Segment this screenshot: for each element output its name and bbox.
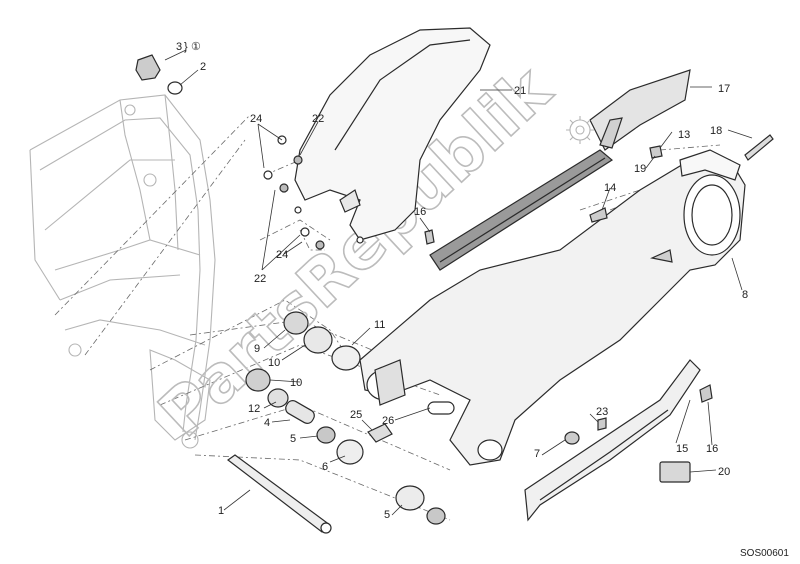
callout-11: 11 [374, 319, 385, 331]
callout-15: 15 [676, 443, 688, 455]
pivot-nut-and-washer [135, 54, 183, 95]
callout-10-lower: 10 [290, 377, 302, 389]
callout-5-upper: 5 [290, 433, 296, 445]
callout-12: 12 [248, 403, 260, 415]
optional-part-gear-symbol [566, 116, 594, 144]
callout-labels: 1 2 3 } ① 4 5 5 6 7 8 9 10 10 11 12 13 1… [176, 41, 748, 521]
callout-6: 6 [322, 461, 328, 473]
callout-1: 1 [218, 505, 224, 517]
callout-24-lower: 24 [276, 249, 288, 261]
callout-3: 3 [176, 41, 182, 53]
pivot-shaft [226, 454, 332, 534]
callout-19: 19 [634, 163, 646, 175]
callout-18: 18 [710, 125, 722, 137]
callout-3-brace: } [184, 41, 188, 53]
callout-26: 26 [382, 415, 394, 427]
chain-guard [589, 69, 691, 151]
callout-23: 23 [596, 406, 608, 418]
callout-17: 17 [718, 83, 730, 95]
callout-16-lower: 16 [706, 443, 718, 455]
chain-slider-upper [429, 149, 614, 271]
callout-10-upper: 10 [268, 357, 280, 369]
bearing-stack [245, 311, 446, 525]
callout-14: 14 [604, 182, 616, 194]
callout-21: 21 [514, 85, 526, 97]
callout-24-upper: 24 [250, 113, 262, 125]
drawing-code: SOS00601 [740, 548, 789, 559]
leader-lines [164, 49, 753, 516]
callout-16-upper: 16 [414, 206, 426, 218]
callout-25: 25 [350, 409, 362, 421]
callout-8: 8 [742, 289, 748, 301]
callout-22-upper: 22 [312, 113, 324, 125]
callout-22-lower: 22 [254, 273, 266, 285]
swingarm [359, 149, 746, 466]
callout-2: 2 [200, 61, 206, 73]
callout-13: 13 [678, 129, 690, 141]
callout-9: 9 [254, 343, 260, 355]
callout-7: 7 [534, 448, 540, 460]
callout-4: 4 [264, 417, 270, 429]
rear-mudguard [294, 27, 491, 244]
callout-5-lower: 5 [384, 509, 390, 521]
note-symbol: ① [191, 41, 201, 53]
callout-20: 20 [718, 466, 730, 478]
chain-slider-lower [524, 359, 701, 522]
misc-small-parts [367, 134, 774, 483]
